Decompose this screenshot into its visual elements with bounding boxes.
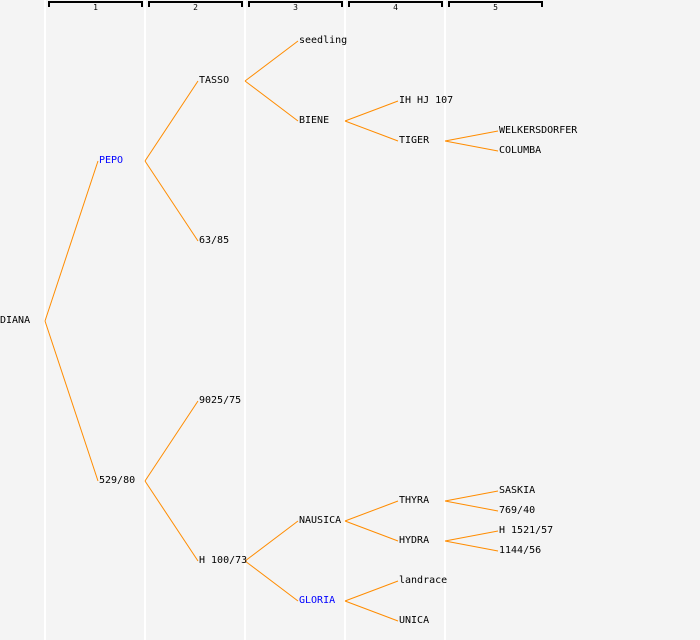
- parent-edge: [144, 400, 199, 482]
- parent-edge: [344, 600, 399, 622]
- pedigree-node[interactable]: WELKERSDORFER: [499, 125, 578, 136]
- parent-edge: [344, 520, 399, 542]
- parent-edge: [444, 140, 499, 152]
- parent-edge: [144, 80, 199, 162]
- parent-edge: [244, 40, 299, 82]
- generation-number: 2: [193, 3, 198, 12]
- column-separator: [444, 0, 446, 640]
- pedigree-node[interactable]: 1144/56: [499, 545, 542, 556]
- parent-edge: [344, 580, 399, 602]
- parent-edge: [444, 530, 499, 542]
- column-separator: [144, 0, 146, 640]
- column-separator: [244, 0, 246, 640]
- pedigree-node[interactable]: TASSO: [199, 75, 230, 86]
- pedigree-node[interactable]: 529/80: [99, 475, 136, 486]
- pedigree-node[interactable]: DIANA: [0, 315, 31, 326]
- parent-edge: [444, 540, 499, 552]
- pedigree-node[interactable]: GLORIA: [299, 595, 336, 606]
- parent-edge: [144, 160, 199, 242]
- pedigree-node[interactable]: 9025/75: [199, 395, 242, 406]
- pedigree-node[interactable]: PEPO: [99, 155, 124, 166]
- column-separator: [344, 0, 346, 640]
- pedigree-node[interactable]: 63/85: [199, 235, 230, 246]
- pedigree-node[interactable]: H 1521/57: [499, 525, 554, 536]
- parent-edge: [344, 100, 399, 122]
- pedigree-node[interactable]: seedling: [299, 35, 348, 46]
- generation-number: 5: [493, 3, 498, 12]
- pedigree-node[interactable]: landrace: [399, 575, 448, 586]
- pedigree-node[interactable]: THYRA: [399, 495, 430, 506]
- parent-edge: [144, 480, 199, 562]
- generation-number: 4: [393, 3, 398, 12]
- pedigree-node[interactable]: H 100/73: [199, 555, 248, 566]
- pedigree-node[interactable]: SASKIA: [499, 485, 536, 496]
- generation-header: 4: [348, 1, 443, 12]
- pedigree-node[interactable]: 769/40: [499, 505, 536, 516]
- parent-edge: [244, 80, 299, 122]
- parent-edge: [444, 490, 499, 502]
- parent-edge: [344, 500, 399, 522]
- parent-edge: [44, 160, 99, 322]
- generation-header: 2: [148, 1, 243, 12]
- pedigree-node[interactable]: COLUMBA: [499, 145, 542, 156]
- generation-header: 1: [48, 1, 143, 12]
- parent-edge: [44, 320, 99, 482]
- pedigree-node[interactable]: BIENE: [299, 115, 330, 126]
- generation-number: 3: [293, 3, 298, 12]
- pedigree-node[interactable]: UNICA: [399, 615, 430, 626]
- parent-edge: [444, 500, 499, 512]
- pedigree-node[interactable]: IH HJ 107: [399, 95, 454, 106]
- parent-edge: [344, 120, 399, 142]
- generation-header: 3: [248, 1, 343, 12]
- pedigree-node[interactable]: HYDRA: [399, 535, 430, 546]
- pedigree-node[interactable]: TIGER: [399, 135, 430, 146]
- generation-header: 5: [448, 1, 543, 12]
- pedigree-node[interactable]: NAUSICA: [299, 515, 342, 526]
- parent-edge: [244, 560, 299, 602]
- parent-edge: [244, 520, 299, 562]
- parent-edge: [444, 130, 499, 142]
- generation-number: 1: [93, 3, 98, 12]
